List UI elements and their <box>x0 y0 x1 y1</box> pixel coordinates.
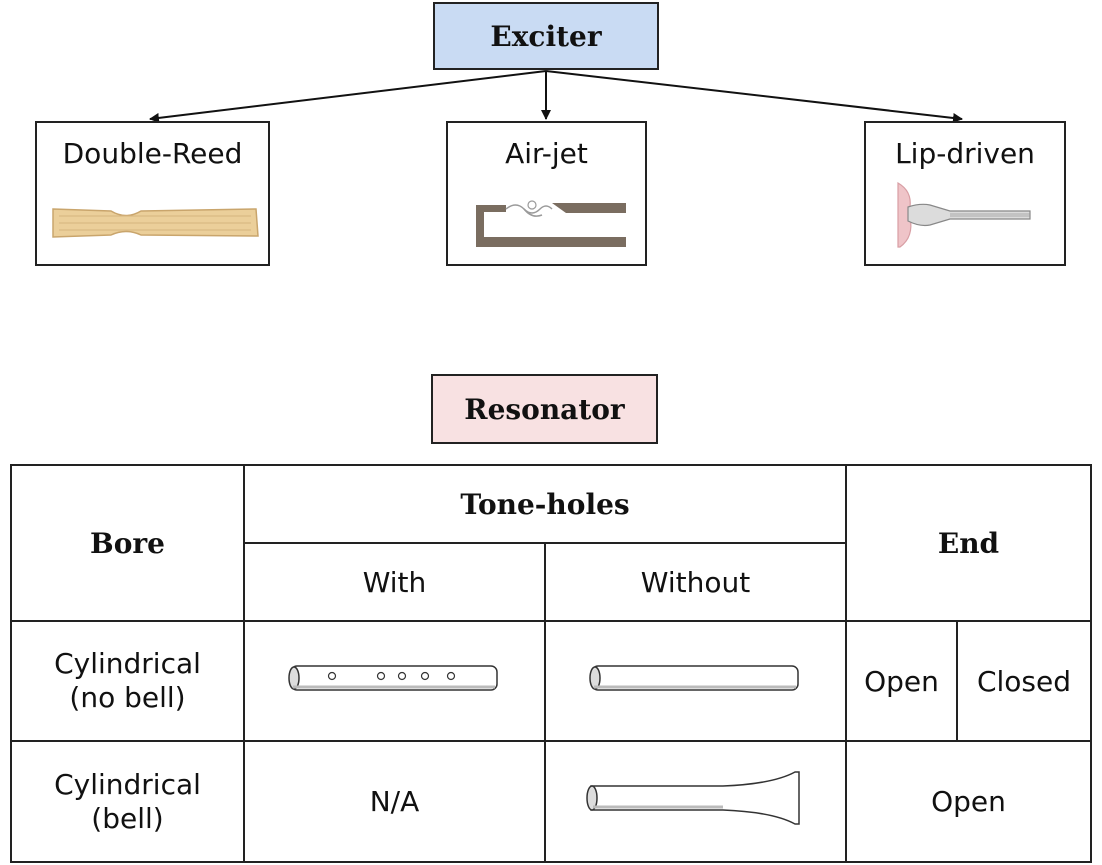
bore-cell: Cylindrical (no bell) <box>10 620 245 742</box>
air-jet-icon <box>476 200 626 247</box>
lip-driven-icon <box>897 181 1031 248</box>
bore-name-line1: Cylindrical <box>54 647 201 680</box>
tone-holes-header: Tone-holes <box>243 464 847 544</box>
end-open-cell: Open <box>845 740 1092 863</box>
bore-cell: Cylindrical (bell) <box>10 740 245 863</box>
lip-driven-label: Lip-driven <box>895 137 1035 170</box>
resonator-table: Bore Tone-holes End With Without Cylindr… <box>10 464 1092 863</box>
double-reed-label: Double-Reed <box>62 137 243 170</box>
arrow-to-double-reed <box>149 70 547 123</box>
bore-name-line2: (bell) <box>91 801 164 835</box>
double-reed-icon <box>52 208 259 238</box>
end-open-cell: Open <box>845 620 958 742</box>
tube-with-holes-icon <box>287 664 498 691</box>
end-closed-cell: Closed <box>956 620 1092 742</box>
with-header: With <box>243 542 546 622</box>
without-header: Without <box>544 542 847 622</box>
with-na-cell: N/A <box>243 740 546 863</box>
without-cell <box>544 740 847 863</box>
exciter-type-air-jet: Air-jet <box>446 121 647 266</box>
bore-header: Bore <box>10 464 245 622</box>
air-jet-label: Air-jet <box>505 137 588 170</box>
bore-name-line2: (no bell) <box>69 681 186 714</box>
exciter-type-double-reed: Double-Reed <box>35 121 270 266</box>
without-cell <box>544 620 847 742</box>
plain-tube-icon <box>588 664 799 691</box>
exciter-title: Exciter <box>433 2 659 70</box>
arrow-to-lip-driven <box>545 70 963 123</box>
exciter-type-lip-driven: Lip-driven <box>864 121 1066 266</box>
end-header: End <box>845 464 1092 622</box>
with-cell <box>243 620 546 742</box>
bell-tube-icon <box>586 771 800 825</box>
bore-name-line1: Cylindrical <box>54 767 201 801</box>
resonator-title: Resonator <box>431 374 658 444</box>
